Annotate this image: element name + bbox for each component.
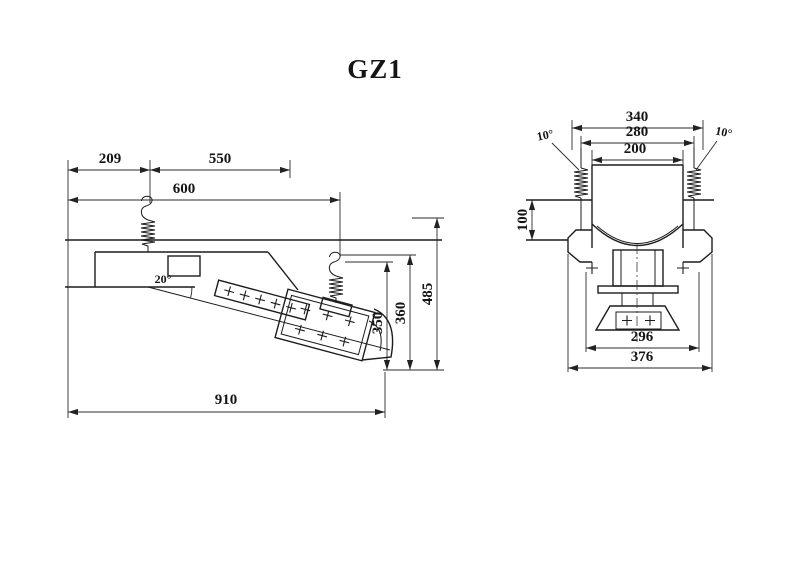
dim-376-label: 376 — [631, 349, 654, 365]
vibrator-box-inner — [280, 294, 370, 356]
dim-360-label: 360 — [393, 302, 409, 325]
coil-spring-hanger-1 — [140, 219, 156, 252]
discharge-spout-outer — [361, 308, 394, 361]
isolator-bracket-right — [683, 229, 713, 263]
dim-600-label: 600 — [173, 181, 196, 197]
dim-340: 340 — [572, 109, 703, 132]
angle-10-right-label: 10° — [714, 123, 734, 140]
dim-910-label: 910 — [215, 392, 238, 408]
dim-209-label: 209 — [99, 151, 122, 167]
angle-10-left: 10° — [535, 126, 580, 171]
side-view-body — [65, 195, 442, 362]
base-mount-inner — [615, 311, 662, 330]
dim-910: 910 — [68, 392, 385, 416]
dim-100-label: 100 — [515, 209, 531, 232]
mounting-plate — [597, 285, 679, 294]
front-view-body — [526, 148, 714, 342]
side-view-extension-lines — [67, 160, 444, 418]
side-view: 209 550 600 910 485 360 350 20° — [65, 151, 444, 418]
dim-376: 376 — [568, 349, 712, 372]
feed-chute — [213, 279, 311, 321]
s-hook-icon — [328, 251, 341, 277]
dim-200: 200 — [592, 141, 683, 164]
dim-296: 296 — [586, 329, 699, 352]
discharge-spout-inner — [368, 320, 382, 352]
center-mark-right — [677, 262, 689, 274]
chute-outline — [213, 279, 311, 321]
angle-20-label: 20° — [155, 272, 172, 286]
drawing-title: GZ1 — [347, 54, 403, 84]
rivet-marks — [224, 286, 296, 313]
isolator-bracket-left — [567, 229, 592, 263]
coil-spring-left — [573, 167, 589, 199]
dim-360: 360 — [393, 255, 414, 370]
dim-485: 485 — [420, 218, 441, 370]
s-hook-icon — [140, 195, 153, 221]
angle-arc — [190, 286, 193, 299]
dim-209: 209 — [68, 151, 150, 174]
dim-296-label: 296 — [631, 329, 654, 345]
base-mount — [594, 305, 681, 331]
coil-spring-hanger-2 — [328, 275, 344, 303]
junction-box — [167, 255, 201, 277]
vibrator-box-outer — [274, 288, 376, 362]
vibrator-box — [274, 288, 376, 362]
deck-drop-edge — [267, 251, 299, 291]
angle-10-right: 10° — [695, 123, 734, 171]
incline-line — [147, 286, 391, 351]
bolt-marks — [294, 304, 355, 347]
dim-340-label: 340 — [626, 109, 649, 125]
angle-10-left-label: 10° — [535, 126, 555, 143]
trough-arc-inner — [596, 225, 679, 244]
leader-line — [695, 140, 718, 171]
coil-spring-right — [686, 167, 702, 199]
dim-200-label: 200 — [624, 141, 647, 157]
dim-485-label: 485 — [420, 283, 436, 306]
front-view-extension-lines — [567, 120, 713, 372]
dim-600: 600 — [68, 181, 340, 204]
front-view: 340 280 200 100 296 376 10° 10° — [515, 109, 734, 372]
center-mark-left — [586, 262, 598, 274]
leader-line — [551, 142, 580, 171]
base-center-marks — [622, 315, 655, 326]
dim-550-label: 550 — [209, 151, 232, 167]
trough-arc-outer — [591, 223, 684, 247]
dim-550: 550 — [150, 151, 290, 174]
dim-280-label: 280 — [626, 124, 649, 140]
dim-280: 280 — [581, 124, 694, 147]
dim-100: 100 — [515, 200, 536, 240]
